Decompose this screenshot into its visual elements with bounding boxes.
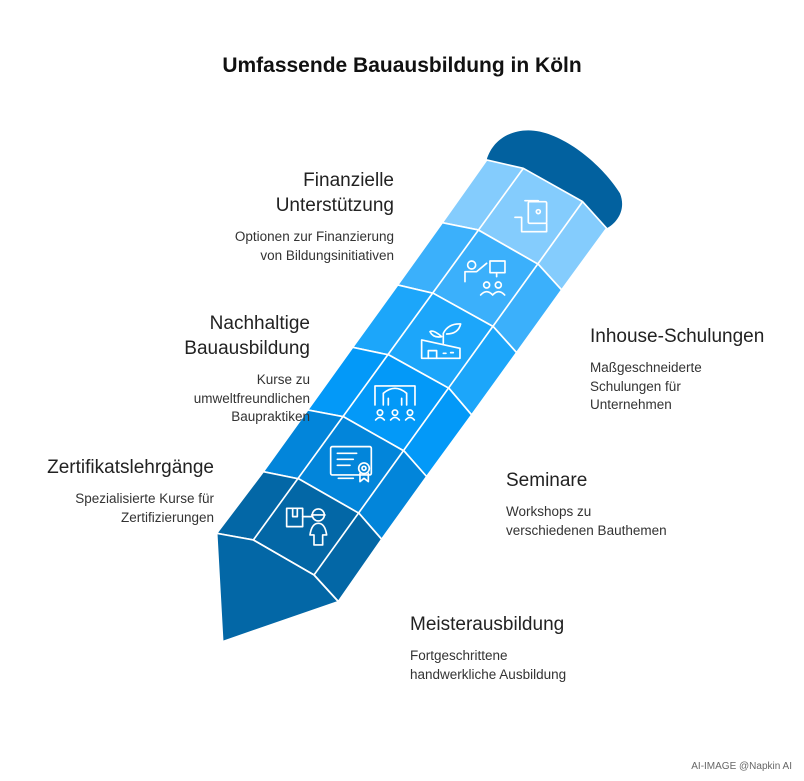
item-description: Maßgeschneiderte Schulungen für Unterneh… <box>590 359 764 415</box>
item-description: Kurse zu umweltfreundlichen Baupraktiken <box>184 371 310 427</box>
desc-line: Kurse zu <box>256 372 310 387</box>
item-seminars: Seminare Workshops zu verschiedenen Baut… <box>506 468 667 540</box>
desc-line: Unternehmen <box>590 397 672 412</box>
item-inhouse-training: Inhouse-Schulungen Maßgeschneiderte Schu… <box>590 324 764 415</box>
desc-line: Zertifizierungen <box>120 509 214 525</box>
desc-line: Schulungen für <box>590 378 681 394</box>
desc-line: Spezialisierte Kurse für <box>75 491 214 506</box>
item-master-training: Meisterausbildung Fortgeschrittene handw… <box>410 612 566 684</box>
desc-line: Workshops zu <box>506 504 592 519</box>
desc-line: von Bildungsinitiativen <box>260 247 394 263</box>
item-heading: Zertifikatslehrgänge <box>47 457 214 478</box>
sprout-building-icon <box>420 323 462 360</box>
watermark: AI-IMAGE @Napkin AI <box>691 761 792 772</box>
item-description: Fortgeschrittene handwerkliche Ausbildun… <box>410 647 566 684</box>
item-heading: Finanzielle <box>303 170 394 191</box>
item-heading: Inhouse-Schulungen <box>590 326 765 347</box>
desc-line: Maßgeschneiderte <box>590 360 702 375</box>
desc-line: Baupraktiken <box>231 409 310 424</box>
item-certification-courses: Zertifikatslehrgänge Spezialisierte Kurs… <box>47 455 214 527</box>
desc-line: verschiedenen Bauthemen <box>506 522 667 538</box>
item-sustainable-training: Nachhaltige Bauausbildung Kurse zu umwel… <box>184 311 310 427</box>
item-financial-support: Finanzielle Unterstützung Optionen zur F… <box>235 168 394 265</box>
desc-line: umweltfreundlichen <box>193 390 310 406</box>
desc-line: Fortgeschrittene <box>410 648 508 663</box>
item-heading: Unterstützung <box>275 195 394 216</box>
desc-line: Optionen zur Finanzierung <box>234 229 394 244</box>
item-description: Spezialisierte Kurse für Zertifizierunge… <box>47 490 214 527</box>
worker-box-icon <box>285 507 328 546</box>
page-title: Umfassende Bauausbildung in Köln <box>222 54 582 77</box>
seminar-audience-icon <box>374 385 416 421</box>
item-description: Workshops zu verschiedenen Bauthemen <box>506 503 667 540</box>
item-heading: Meisterausbildung <box>410 614 565 635</box>
item-heading: Bauausbildung <box>184 338 310 359</box>
item-description: Optionen zur Finanzierung von Bildungsin… <box>235 228 394 265</box>
pencil-cap <box>486 130 623 229</box>
item-heading: Seminare <box>506 470 588 491</box>
presentation-icon <box>464 260 506 296</box>
certificate-icon <box>329 445 373 483</box>
item-heading: Nachhaltige <box>209 313 310 334</box>
money-hand-icon <box>514 199 548 233</box>
desc-line: handwerkliche Ausbildung <box>410 666 567 682</box>
